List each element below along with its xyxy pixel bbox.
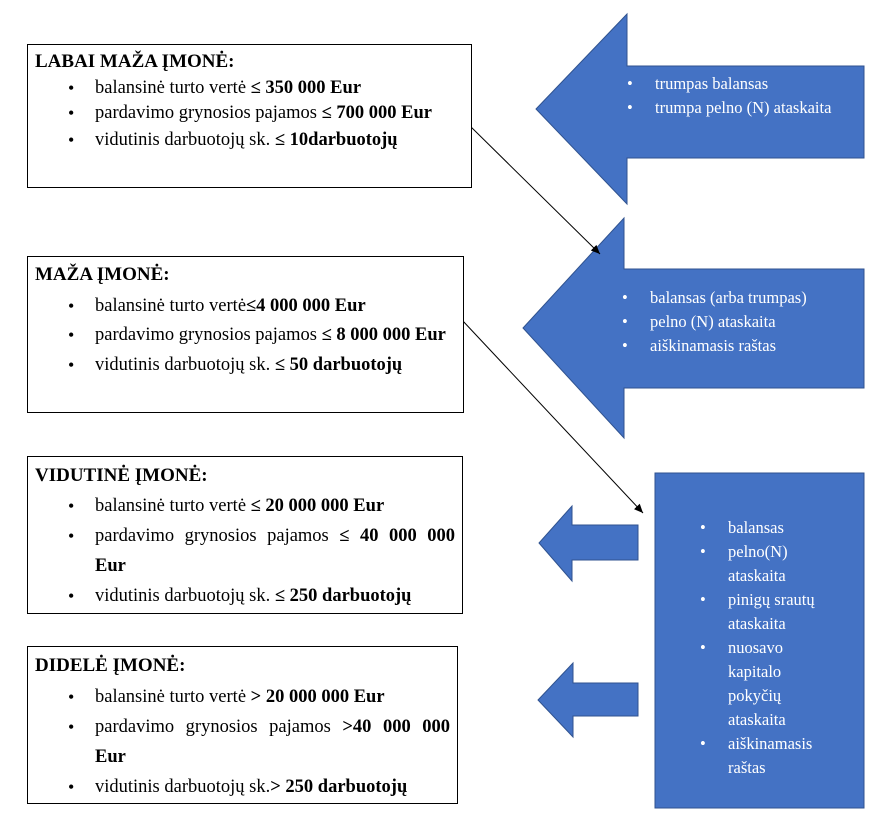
list-item: vidutinis darbuotojų sk. ≤ 50 darbuotojų <box>35 350 463 380</box>
left-arrow-3 <box>538 504 639 583</box>
connector-arrow-2 <box>461 319 644 514</box>
box-labai-maza-imone: LABAI MAŽA ĮMONĖ: balansinė turto vertė … <box>27 44 472 188</box>
list-item: pardavimo grynosios pajamos ≤ 40 000 000… <box>35 521 455 581</box>
box-didele-imone: DIDELĖ ĮMONĖ: balansinė turto vertė > 20… <box>27 646 458 804</box>
list-item: pelno(N) ataskaita <box>697 540 837 588</box>
list-item: vidutinis darbuotojų sk. ≤ 10darbuotojų <box>35 126 471 154</box>
reports-list-2: balansas (arba trumpas) pelno (N) ataska… <box>619 286 859 358</box>
box-title: LABAI MAŽA ĮMONĖ: <box>35 51 235 72</box>
reports-list-1: trumpas balansas trumpa pelno (N) ataska… <box>624 72 849 120</box>
list-item: pardavimo grynosios pajamos >40 000 000 … <box>35 712 450 772</box>
list-item: balansas (arba trumpas) <box>619 286 859 310</box>
left-arrow-4 <box>537 661 639 739</box>
list-item: nuosavo kapitalo pokyčių ataskaita <box>697 636 837 732</box>
list-item: pardavimo grynosios pajamos ≤ 8 000 000 … <box>35 321 455 350</box>
reports-list-3: balansas pelno(N) ataskaita pinigų sraut… <box>697 516 837 780</box>
list-item: vidutinis darbuotojų sk.> 250 darbuotojų <box>35 772 457 802</box>
box-maza-imone: MAŽA ĮMONĖ: balansinė turto vertė≤4 000 … <box>27 256 464 413</box>
list-item: balansinė turto vertė ≤ 350 000 Eur <box>35 76 471 101</box>
connector-arrow-1 <box>467 123 601 255</box>
list-item: trumpas balansas <box>624 72 849 96</box>
list-item: pardavimo grynosios pajamos ≤ 700 000 Eu… <box>35 101 440 126</box>
list-item: pelno (N) ataskaita <box>619 310 859 334</box>
list-item: aiškinamasis raštas <box>697 732 837 780</box>
list-item: balansinė turto vertė > 20 000 000 Eur <box>35 682 457 712</box>
list-item: balansinė turto vertė ≤ 20 000 000 Eur <box>35 492 462 521</box>
list-item: pinigų srautų ataskaita <box>697 588 837 636</box>
list-item: trumpa pelno (N) ataskaita <box>624 96 849 120</box>
list-item: aiškinamasis raštas <box>619 334 859 358</box>
list-item: balansinė turto vertė≤4 000 000 Eur <box>35 291 463 321</box>
box-title: VIDUTINĖ ĮMONĖ: <box>35 465 208 486</box>
box-title: MAŽA ĮMONĖ: <box>35 264 170 285</box>
box-vidutine-imone: VIDUTINĖ ĮMONĖ: balansinė turto vertė ≤ … <box>27 456 463 614</box>
box-title: DIDELĖ ĮMONĖ: <box>35 655 186 676</box>
list-item: vidutinis darbuotojų sk. ≤ 250 darbuotoj… <box>35 581 462 611</box>
list-item: balansas <box>697 516 837 540</box>
